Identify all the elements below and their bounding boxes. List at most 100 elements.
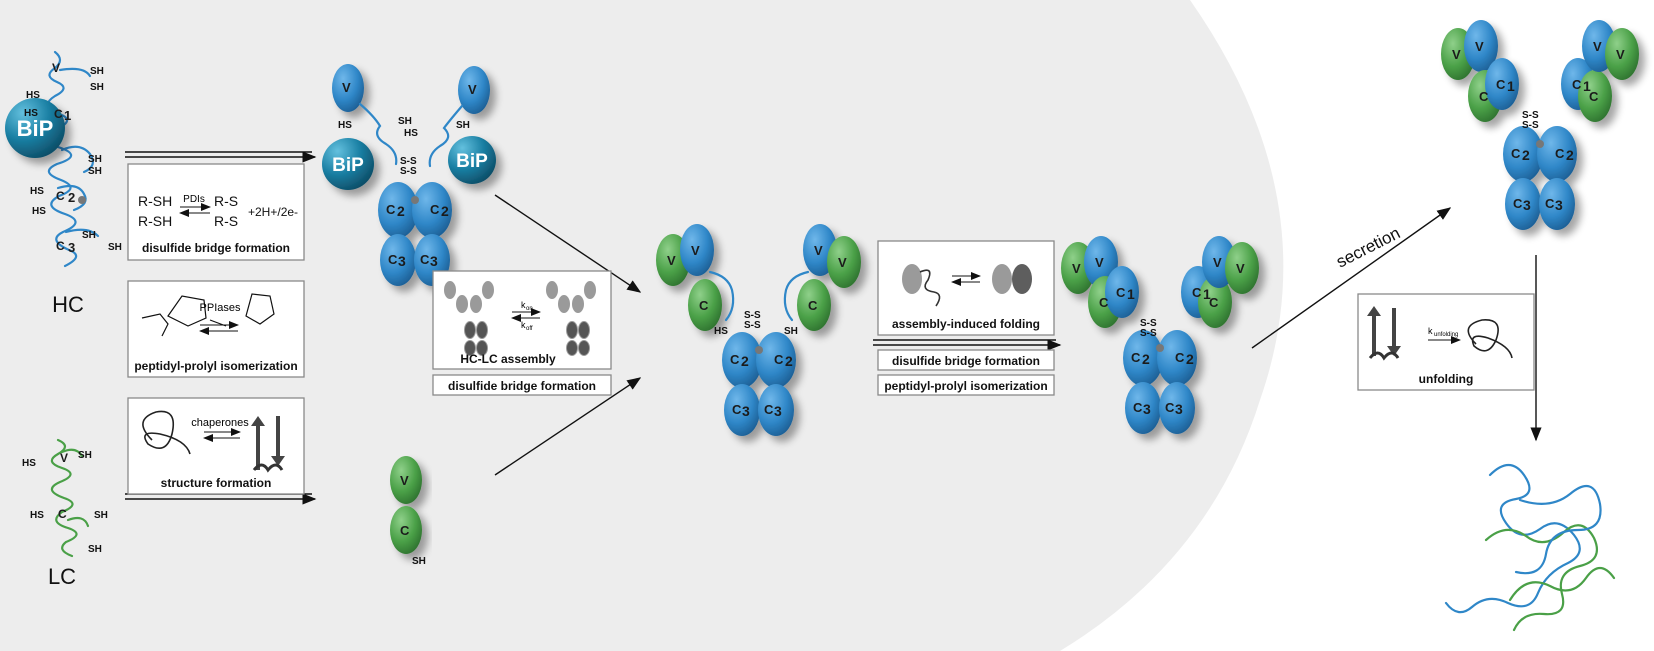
hs-label: HS [714, 326, 728, 337]
vh-label: V [1593, 39, 1602, 54]
ss-label: S-S [1522, 110, 1539, 121]
sh-label: SH [90, 66, 104, 77]
isomerization2-title: peptidyl-prolyl isomerization [884, 379, 1047, 393]
cl-label: C [808, 298, 818, 313]
ch3-label: C [420, 252, 430, 267]
ch2-num: 2 [397, 203, 405, 219]
reactant-2: R-SH [138, 213, 172, 229]
vh-label: V [468, 82, 477, 97]
ch3-num: 3 [430, 253, 438, 269]
vl-label: V [838, 255, 847, 270]
ch2-label: C [730, 352, 740, 367]
disulfide-box-2: disulfide bridge formation [432, 374, 612, 396]
pdi-enzyme: PDIs [183, 194, 205, 205]
unfolded-light-chain [50, 438, 90, 558]
ch3-label: C [1513, 196, 1523, 211]
sh-label: SH [78, 450, 92, 461]
bip-protein-left [5, 98, 65, 158]
vh-label: V [1213, 255, 1222, 270]
lc-label: LC [48, 564, 76, 589]
ch2-label: C [386, 202, 396, 217]
ch3-label: C [388, 252, 398, 267]
vl-label: V [1236, 261, 1245, 276]
ch1-label: C [1572, 77, 1582, 92]
assembly-title: HC-LC assembly [460, 352, 556, 366]
vh-label: V [814, 243, 823, 258]
ss-label: S-S [744, 320, 761, 331]
k-unfolding-label: k [1428, 326, 1433, 336]
disulfide3-title: disulfide bridge formation [892, 354, 1040, 368]
koff-sub: off [526, 326, 533, 332]
hs-label: HS [30, 510, 44, 521]
ss-label: S-S [744, 310, 761, 321]
ss-label: S-S [1140, 318, 1157, 329]
antibody-partially-folded [656, 224, 861, 436]
ch2-num: 2 [1566, 147, 1574, 163]
ch2-label: C [774, 352, 784, 367]
hs-label: HS [30, 186, 44, 197]
bip-label-1: BiP [332, 155, 364, 176]
product-2: R-S [214, 213, 238, 229]
ch1-num: 1 [1203, 286, 1211, 302]
sh-label: SH [88, 154, 102, 165]
sh-label: SH [412, 556, 426, 567]
ch2-label-unfolded: C [56, 189, 65, 203]
er-background [0, 0, 1284, 651]
ss-label: S-S [1140, 328, 1157, 339]
disulfide-title: disulfide bridge formation [142, 241, 290, 255]
cl-label: C [699, 298, 709, 313]
hs-label: HS [24, 108, 38, 119]
ch3-num: 3 [774, 403, 782, 419]
unfolding-box: k unfolding unfolding [1357, 293, 1535, 391]
ch3-num: 3 [1523, 197, 1531, 213]
vl-label: V [400, 473, 409, 488]
ch3-num: 3 [742, 403, 750, 419]
sh-label: SH [784, 326, 798, 337]
reactant-1: R-SH [138, 193, 172, 209]
ch3-label: C [1133, 400, 1143, 415]
vl-label: V [667, 253, 676, 268]
ch2-num: 2 [441, 203, 449, 219]
folded-light-chain [390, 456, 422, 554]
ch3-label: C [732, 402, 742, 417]
ss-label: S-S [1522, 120, 1539, 131]
vh-label: V [1095, 255, 1104, 270]
vh-label: V [691, 243, 700, 258]
ch3-num: 3 [1175, 401, 1183, 417]
isomerization-box-2: peptidyl-prolyl isomerization [877, 374, 1055, 396]
ch3-label-unfolded: C [56, 239, 65, 253]
disulfide-box-3: disulfide bridge formation [877, 349, 1055, 371]
ch1-num: 1 [1127, 286, 1135, 302]
ch1-label: C [1192, 285, 1202, 300]
vl-label: V [1452, 47, 1461, 62]
ch1-label: C [1116, 285, 1126, 300]
ch3-num-unfolded: 3 [68, 240, 75, 255]
ch3-num: 3 [1143, 401, 1151, 417]
bip-protein-1 [322, 138, 374, 190]
hc-dimer-with-bip [332, 64, 490, 286]
ch3-num: 3 [398, 253, 406, 269]
antibody-folded-intracellular [1061, 236, 1259, 434]
ch3-label: C [1165, 400, 1175, 415]
ch1-num-unfolded: 1 [64, 108, 71, 123]
hs-label: HS [404, 128, 418, 139]
vh-label: V [1475, 39, 1484, 54]
cl-label-unfolded: C [58, 507, 67, 521]
vl-label-unfolded: V [60, 451, 68, 465]
isomerization-box: PPIases peptidyl-prolyl isomerization [127, 280, 305, 378]
cl-label: C [1479, 89, 1489, 104]
ch2-num: 2 [1186, 351, 1194, 367]
ch2-num: 2 [1522, 147, 1530, 163]
ch3-label: C [764, 402, 774, 417]
bip-protein-2 [448, 136, 496, 184]
unfolding-title: unfolding [1419, 372, 1474, 386]
ch2-label: C [430, 202, 440, 217]
koff-label: k [521, 320, 526, 330]
antibody-secreted [1441, 20, 1639, 230]
hs-label: HS [26, 90, 40, 101]
secretion-label: secretion [1333, 223, 1403, 271]
hc-lc-assembly-box: k on k off HC-LC assembly [432, 270, 612, 370]
assembly-folding-box: assembly-induced folding [877, 240, 1055, 336]
sh-label: SH [82, 230, 96, 241]
